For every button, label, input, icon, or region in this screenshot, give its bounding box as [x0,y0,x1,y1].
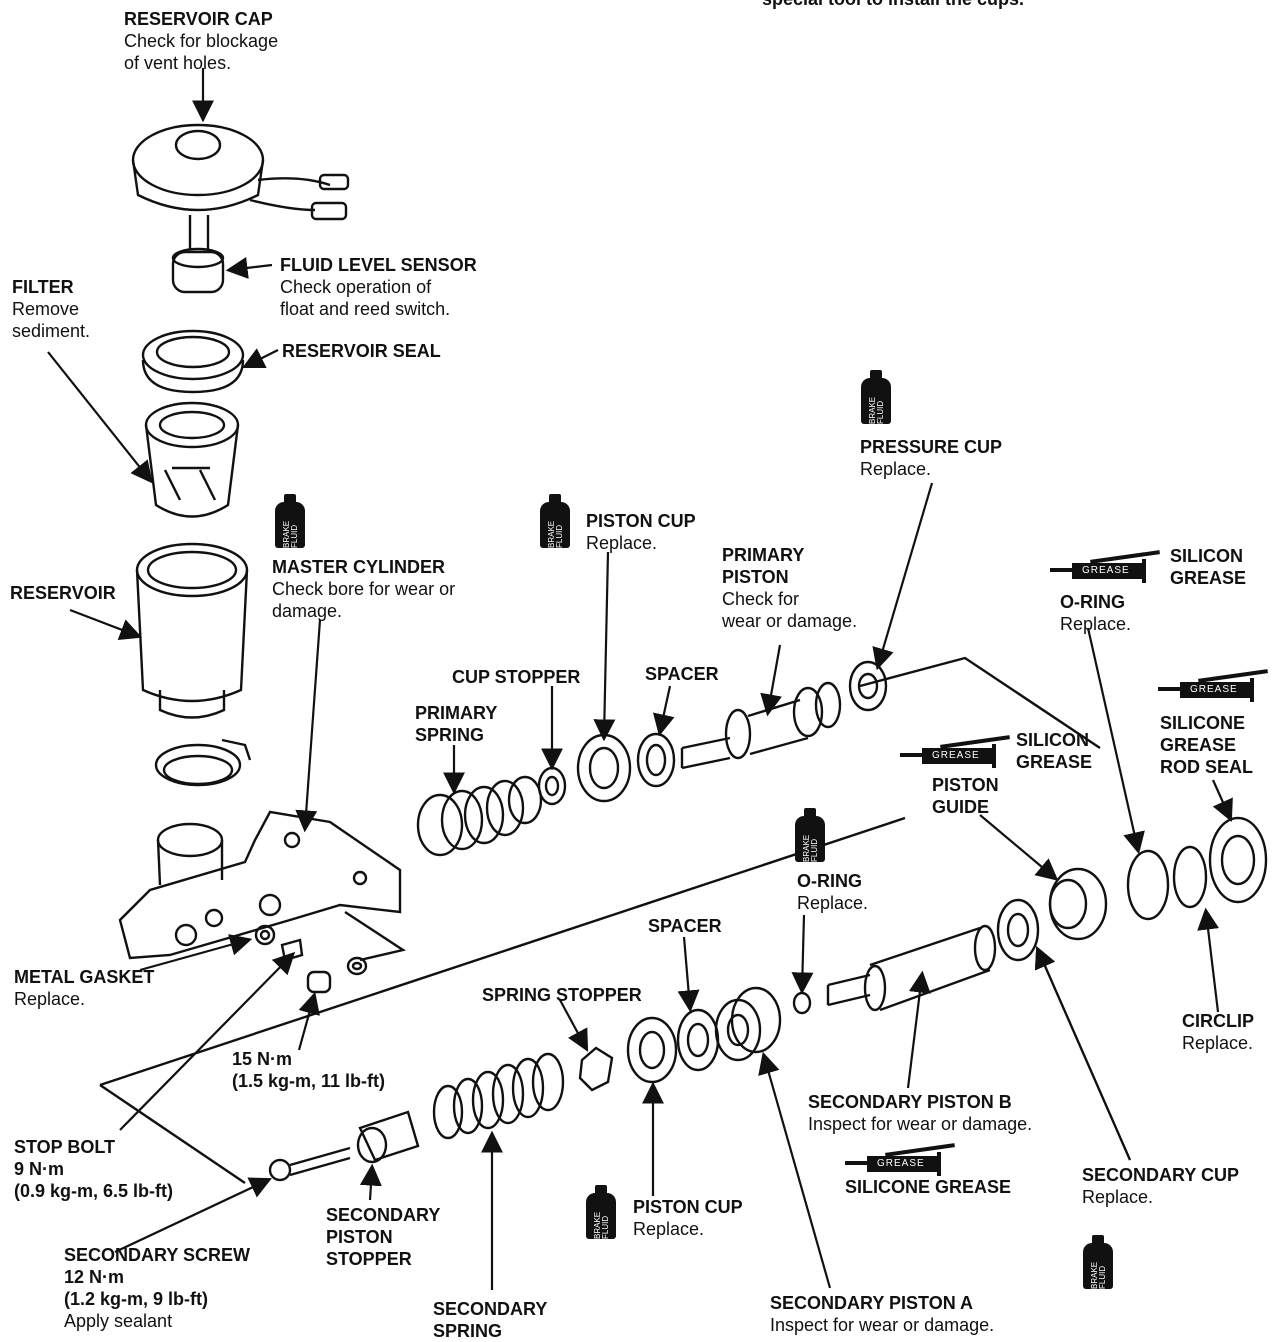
brake-fluid-icon: BRAKE FLUID [586,1185,616,1239]
grease-gun-icon: GREASE [845,1143,955,1178]
label-master-cylinder: MASTER CYLINDER Check bore for wear or d… [272,557,456,621]
label-spacer-bottom: SPACER [648,916,722,936]
label-secondary-piston-stopper: SECONDARY PISTON STOPPER [326,1205,441,1269]
label-o-ring-mid: O-RING Replace. [797,871,869,913]
label-reservoir-seal: RESERVOIR SEAL [282,341,441,361]
primary-piston-part [680,681,842,770]
label-secondary-cup: SECONDARY CUP Replace. [1082,1165,1240,1207]
reservoir-part [135,542,249,719]
label-reservoir: RESERVOIR [10,583,116,603]
reservoir-seal-part [141,329,245,394]
primary-spring-part [416,775,543,857]
label-silicone-grease-rod-seal: SILICONE GREASE ROD SEAL [1160,713,1254,777]
reservoir-cap-part [131,123,350,250]
label-torque-15: 15 N·m (1.5 kg-m, 11 lb-ft) [232,1049,386,1091]
label-circlip: CIRCLIP Replace. [1182,1011,1254,1053]
brake-fluid-icon: BRAKE FLUID [795,808,825,862]
label-cup-stopper: CUP STOPPER [452,667,581,687]
fluid-level-sensor-part [171,247,225,294]
grease-gun-icon: GREASE [1050,550,1160,585]
label-filter: FILTER Remove sediment. [12,277,91,341]
top-caption: special tool to install the cups. [762,0,1024,10]
secondary-piston-b-part [826,924,997,1012]
label-spring-stopper: SPRING STOPPER [482,985,642,1005]
clamp-part [154,738,252,787]
secondary-spring-part [432,1052,565,1140]
brake-fluid-icon: BRAKE FLUID [275,494,305,548]
brake-fluid-icon: BRAKE FLUID [540,494,570,548]
grease-gun-icon: GREASE [1158,669,1268,704]
label-fluid-level-sensor: FLUID LEVEL SENSOR Check operation of fl… [280,255,477,319]
label-secondary-screw: SECONDARY SCREW 12 N·m (1.2 kg-m, 9 lb-f… [64,1245,251,1331]
label-silicon-grease-top: SILICON GREASE [1170,546,1247,588]
label-silicone-grease-bottom: SILICONE GREASE [845,1177,1012,1197]
label-spacer-top: SPACER [645,664,719,684]
filter-part [144,401,240,518]
grease-gun-icon: GREASE [900,735,1010,770]
label-piston-cup-top: PISTON CUP Replace. [586,511,696,553]
label-stop-bolt: STOP BOLT 9 N·m (0.9 kg-m, 6.5 lb-ft) [14,1137,174,1201]
label-primary-spring: PRIMARY SPRING [415,703,498,745]
label-primary-piston: PRIMARY PISTON Check for wear or damage. [722,545,858,631]
brake-fluid-icon: BRAKE FLUID [1083,1235,1113,1289]
label-secondary-piston-b: SECONDARY PISTON B Inspect for wear or d… [808,1092,1033,1134]
label-secondary-spring: SECONDARY SPRING [433,1299,548,1341]
label-reservoir-cap: RESERVOIR CAP Check for blockage of vent… [124,9,279,73]
master-cylinder-part [118,810,402,960]
label-pressure-cup: PRESSURE CUP Replace. [860,437,1003,479]
label-o-ring-top: O-RING Replace. [1060,592,1132,634]
brake-fluid-icon: BRAKE FLUID [861,370,891,424]
secondary-piston-a-part [714,986,782,1062]
label-secondary-piston-a: SECONDARY PISTON A Inspect for wear or d… [770,1293,995,1335]
label-piston-cup-bottom: PISTON CUP Replace. [633,1197,743,1239]
label-metal-gasket: METAL GASKET Replace. [14,967,155,1009]
label-silicon-grease-mid: SILICON GREASE [1016,730,1093,772]
label-piston-guide: PISTON GUIDE [932,775,999,817]
